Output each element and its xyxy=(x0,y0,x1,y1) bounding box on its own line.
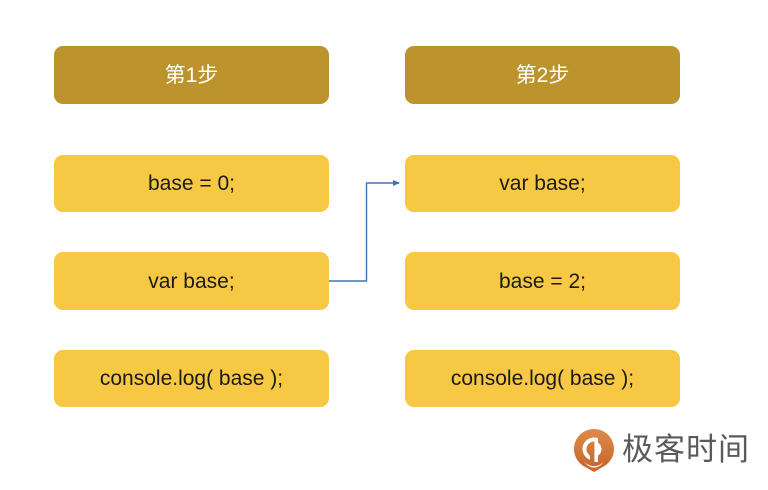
connector-path xyxy=(329,180,400,282)
step2-statement-2: base = 2; xyxy=(405,252,680,310)
geektime-logo: 极客时间 xyxy=(573,426,750,474)
geektime-logo-text: 极客时间 xyxy=(622,431,750,468)
step2-statement-1: var base; xyxy=(405,155,680,212)
step1-statement-2: var base; xyxy=(54,252,329,310)
column-header-step-2: 第2步 xyxy=(405,46,680,104)
step1-statement-1: base = 0; xyxy=(54,155,329,212)
step1-statement-3: console.log( base ); xyxy=(54,350,329,407)
step2-statement-3: console.log( base ); xyxy=(405,350,680,407)
column-header-step-1: 第1步 xyxy=(54,46,329,104)
geektime-droplet-icon xyxy=(574,428,614,472)
